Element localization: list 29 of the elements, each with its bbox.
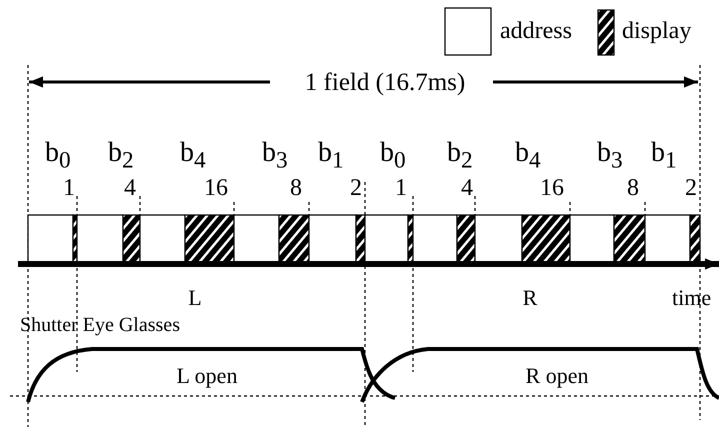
weight-label: 16 <box>540 176 564 200</box>
subfield-label: b$_{3}$ <box>597 139 623 173</box>
subfield-label: b$_{4}$ <box>515 139 541 173</box>
subfield-label: b$_{1}$ <box>651 139 677 173</box>
shutter-state-label: R open <box>526 365 588 387</box>
axis-label: time <box>672 287 712 309</box>
weight-label: 1 <box>395 176 407 200</box>
legend-label: display <box>622 19 692 43</box>
dimension-label: 1 field (16.7ms) <box>304 70 466 95</box>
weight-label: 8 <box>627 176 639 200</box>
weight-label: 4 <box>461 176 473 200</box>
weight-label: 1 <box>63 176 75 200</box>
weight-label: 2 <box>350 176 362 200</box>
weight-label: 8 <box>290 176 302 200</box>
subfield-label: b$_{3}$ <box>262 139 288 173</box>
eye-label: R <box>522 287 538 309</box>
subfield-label: b$_{0}$ <box>380 139 406 173</box>
subfield-label: b$_{2}$ <box>447 139 473 173</box>
subfield-label: b$_{4}$ <box>180 139 206 173</box>
weight-label: 16 <box>204 176 228 200</box>
weight-label: 4 <box>124 176 136 200</box>
row-label: Shutter Eye Glasses <box>20 315 180 335</box>
shutter-state-label: L open <box>176 365 238 387</box>
legend-label: address <box>500 19 572 43</box>
weight-label: 2 <box>685 176 697 200</box>
subfield-label: b$_{2}$ <box>108 139 134 173</box>
subfield-label: b$_{1}$ <box>318 139 344 173</box>
eye-label: L <box>188 287 202 309</box>
subfield-label: b$_{0}$ <box>45 139 71 173</box>
